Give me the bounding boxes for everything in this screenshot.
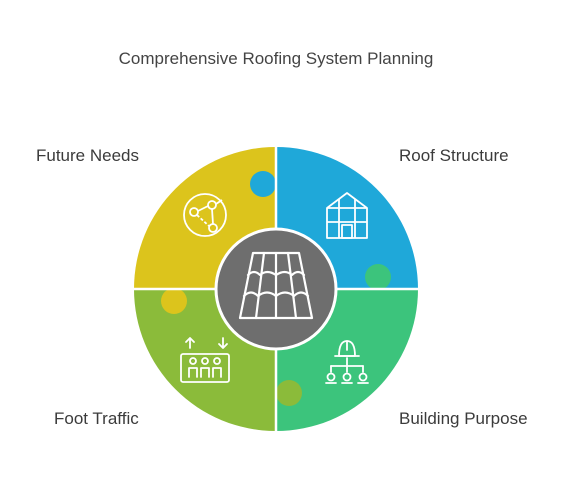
greenhouse-frame-icon (326, 192, 368, 239)
label-building-purpose: Building Purpose (399, 409, 528, 428)
label-foot-traffic: Foot Traffic (54, 409, 139, 428)
tab-building-into-roof (365, 264, 391, 290)
label-roof-structure: Roof Structure (399, 146, 509, 165)
label-future-needs: Future Needs (36, 146, 139, 165)
hardhat-hierarchy-icon (325, 340, 369, 384)
tab-foot-into-building (276, 380, 302, 406)
roof-tiles-icon (238, 251, 314, 320)
tab-future-into-foot (161, 288, 187, 314)
network-nodes-icon (183, 193, 227, 237)
tab-roof-into-future (250, 171, 276, 197)
diagram-title: Comprehensive Roofing System Planning (118, 49, 434, 68)
people-traffic-icon (180, 337, 230, 383)
